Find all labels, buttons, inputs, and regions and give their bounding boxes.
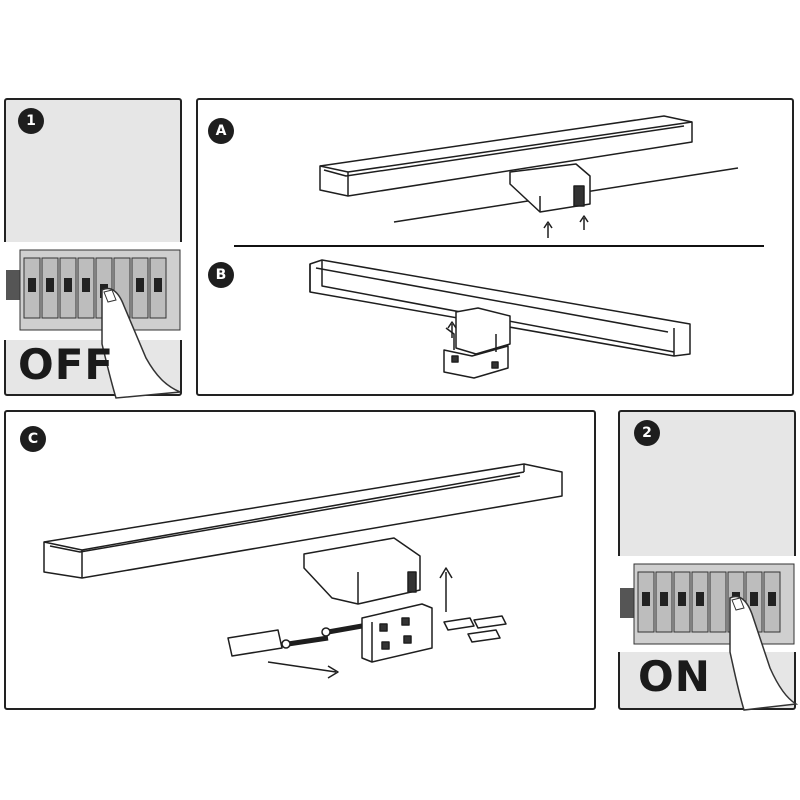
step-ab-panel: A B (196, 98, 794, 396)
step-a-badge: A (208, 118, 234, 144)
off-label: OFF (18, 340, 115, 389)
step-b-badge: B (208, 262, 234, 288)
fixture-mount-diagram-c (43, 463, 563, 679)
fixture-mount-diagram-ab (234, 115, 764, 379)
circuit-breaker-on-icon (618, 556, 799, 711)
circuit-breaker-off-icon (4, 242, 182, 399)
on-label: ON (638, 652, 711, 701)
step-c-badge: C (20, 426, 46, 452)
step-2-panel: 2 ON (618, 410, 799, 711)
step-2-badge: 2 (634, 420, 660, 446)
step-c-panel: C (4, 410, 596, 710)
step-1-panel: 1 OFF (4, 98, 182, 399)
step-1-badge: 1 (18, 108, 44, 134)
